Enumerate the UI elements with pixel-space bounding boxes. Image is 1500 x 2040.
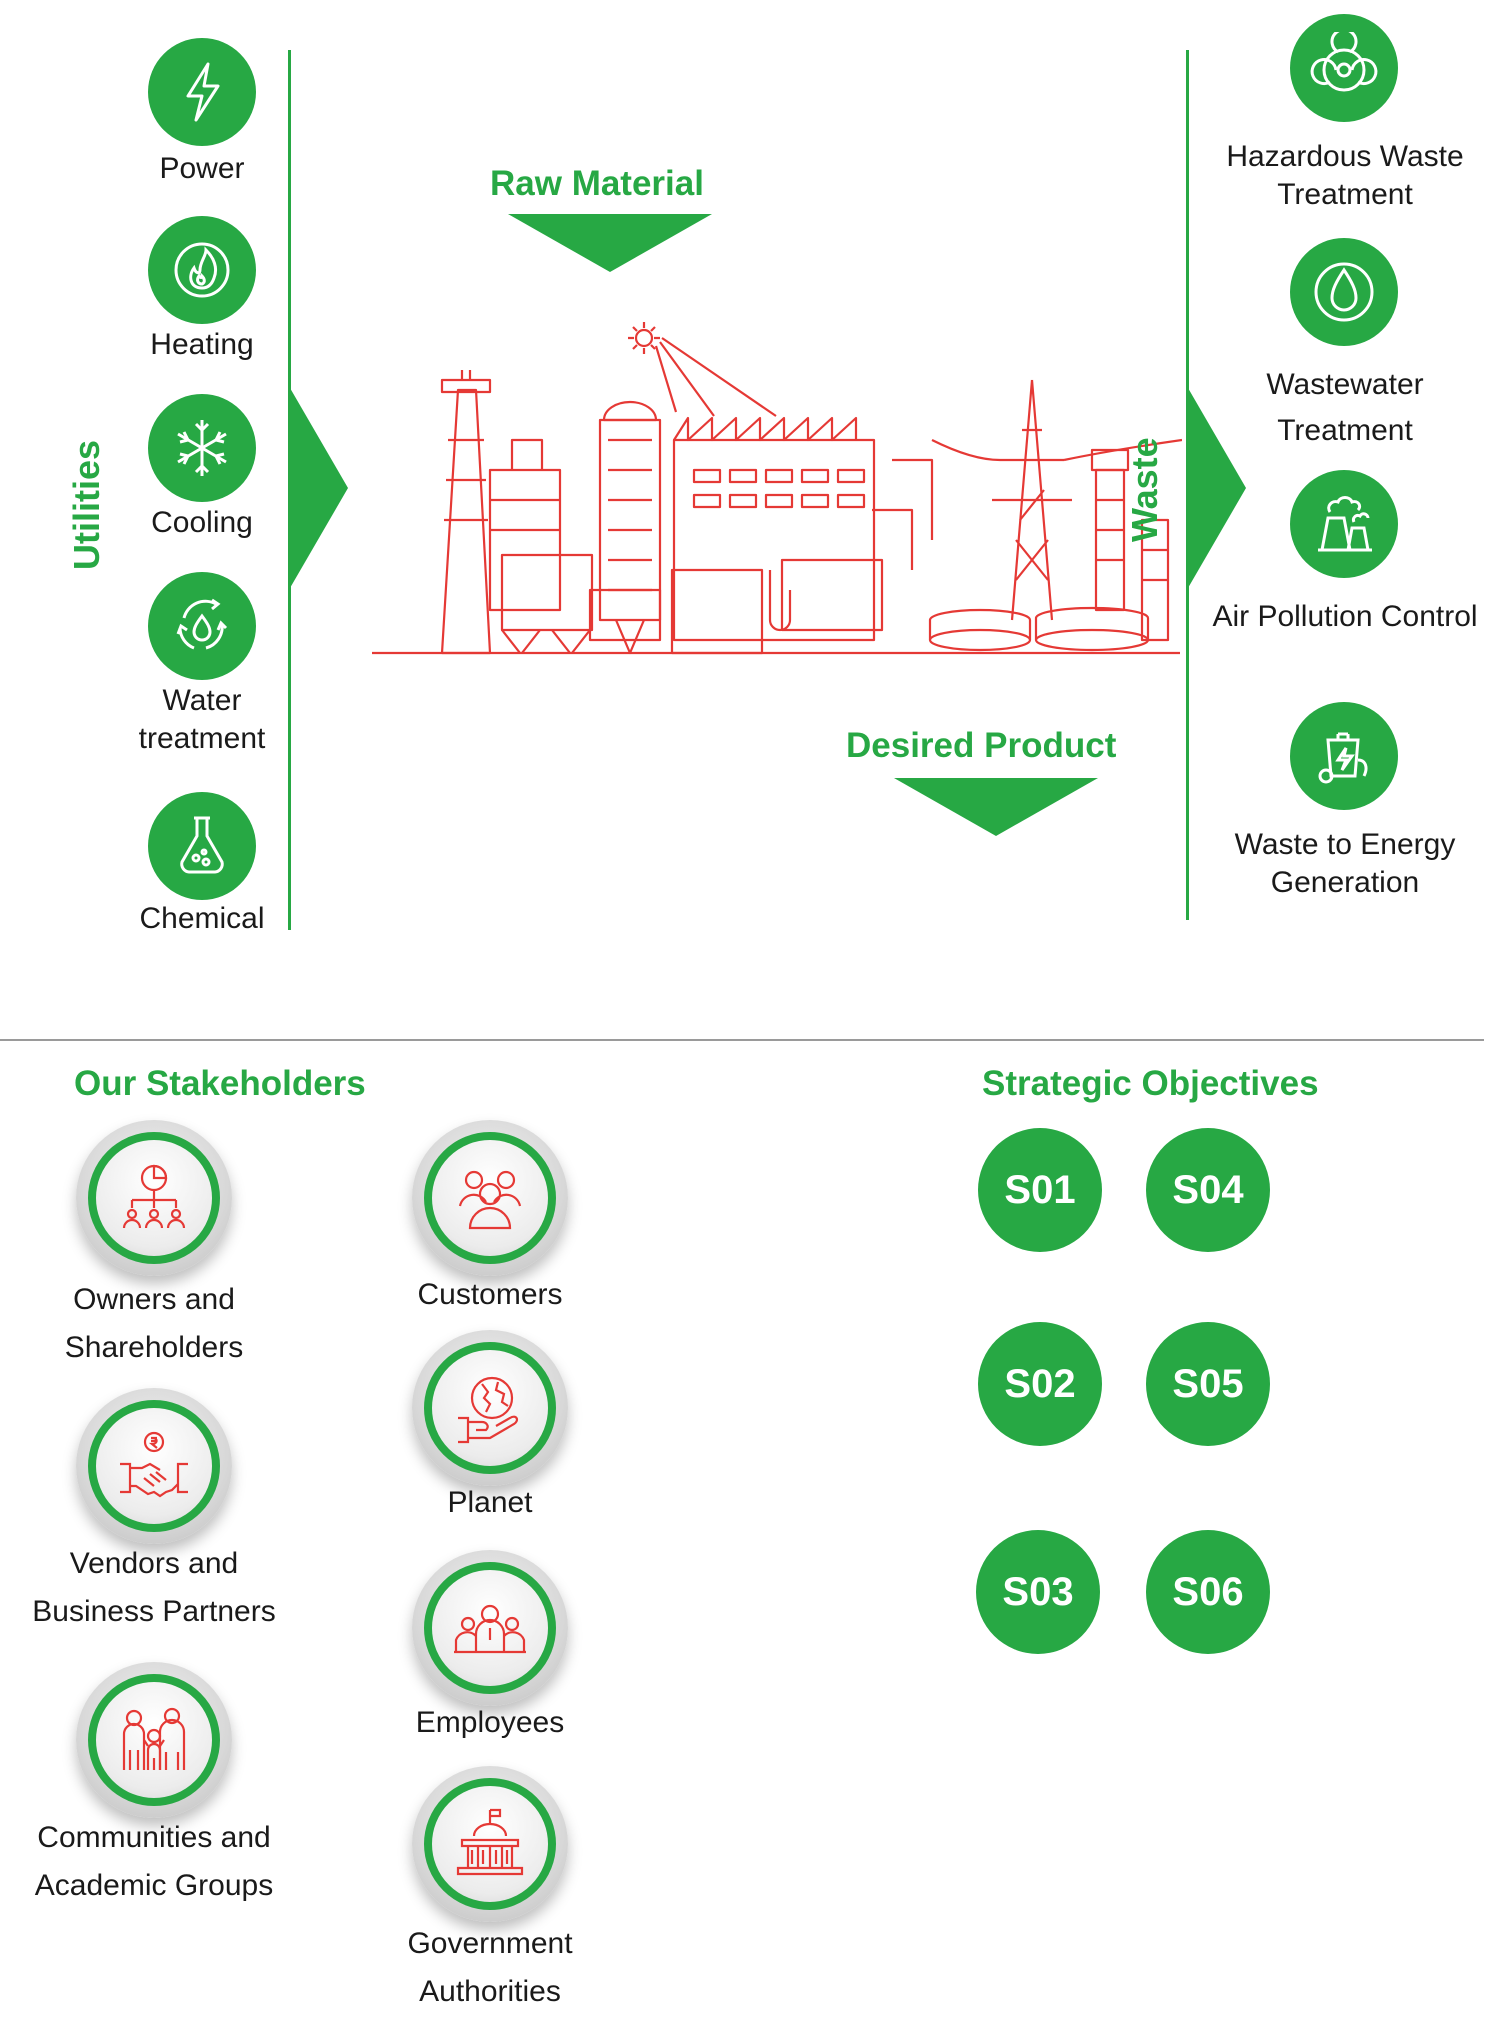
waste-label-energy: Waste to Energy Generation [1234,828,1456,899]
globe-hand-icon [458,1376,519,1444]
factory-illustration [372,322,1182,655]
stakeholder-vendors-badge [76,1388,232,1544]
utilities-arrow [290,388,348,588]
waste-arrow [1188,388,1246,588]
waste-label-wastewater: Wastewater Treatment [1266,368,1424,447]
raw-material-arrow [508,214,712,272]
desired-product-arrow [894,778,1098,836]
stakeholder-label-planet: Planet [447,1486,533,1519]
desired-product-label: Desired Product [846,726,1117,765]
objective-s06: S06 [1146,1530,1270,1654]
biohazard-icon [1290,14,1398,122]
snowflake-icon [148,394,256,502]
utility-label-chemical: Chemical [139,902,265,935]
stakeholder-label-customers: Customers [417,1278,563,1311]
org-chart-icon [122,1164,186,1229]
employees-icon [454,1604,526,1654]
flame-icon [148,216,256,324]
waste-title: Waste [1124,437,1165,542]
stakeholder-communities-badge [76,1662,232,1818]
raw-material-label: Raw Material [490,164,704,203]
stakeholder-government-badge [412,1766,568,1922]
cooling-tower-icon [1290,470,1398,578]
stakeholder-label-vendors: Vendors and Business Partners [32,1547,276,1628]
stakeholder-owners-badge [76,1120,232,1276]
stakeholder-employees-badge [412,1550,568,1706]
section-separator [0,1039,1484,1041]
utilities-divider [288,50,291,930]
family-icon [122,1707,186,1770]
stakeholder-label-owners: Owners and Shareholders [64,1283,244,1364]
waste-label-hazardous: Hazardous Waste Treatment [1226,140,1464,211]
handshake-icon [120,1431,188,1498]
stakeholder-label-employees: Employees [415,1706,565,1739]
bin-energy-icon [1290,702,1398,810]
utility-label-heating: Heating [150,328,254,361]
objective-s05: S05 [1146,1322,1270,1446]
objective-s01: S01 [978,1128,1102,1252]
power-icon [148,38,256,146]
objective-s03: S03 [976,1530,1100,1654]
flask-icon [148,792,256,900]
utility-label-water-treatment: Water treatment [138,684,266,755]
waste-divider [1186,50,1189,920]
stakeholder-label-government: Government Authorities [407,1927,573,2008]
stakeholder-customers-badge [412,1120,568,1276]
customers-icon [458,1170,522,1230]
stakeholder-planet-badge [412,1330,568,1486]
waste-label-air-pollution: Air Pollution Control [1212,600,1478,633]
objective-s04: S04 [1146,1128,1270,1252]
utility-label-power: Power [159,152,245,185]
objective-s02: S02 [978,1322,1102,1446]
utility-label-cooling: Cooling [151,506,253,539]
stakeholder-label-communities: Communities and Academic Groups [34,1821,274,1902]
objectives-title: Strategic Objectives [982,1064,1319,1103]
water-recycle-icon [148,572,256,680]
water-drop-icon [1290,238,1398,346]
government-building-icon [456,1808,524,1876]
stakeholders-title: Our Stakeholders [74,1064,366,1103]
